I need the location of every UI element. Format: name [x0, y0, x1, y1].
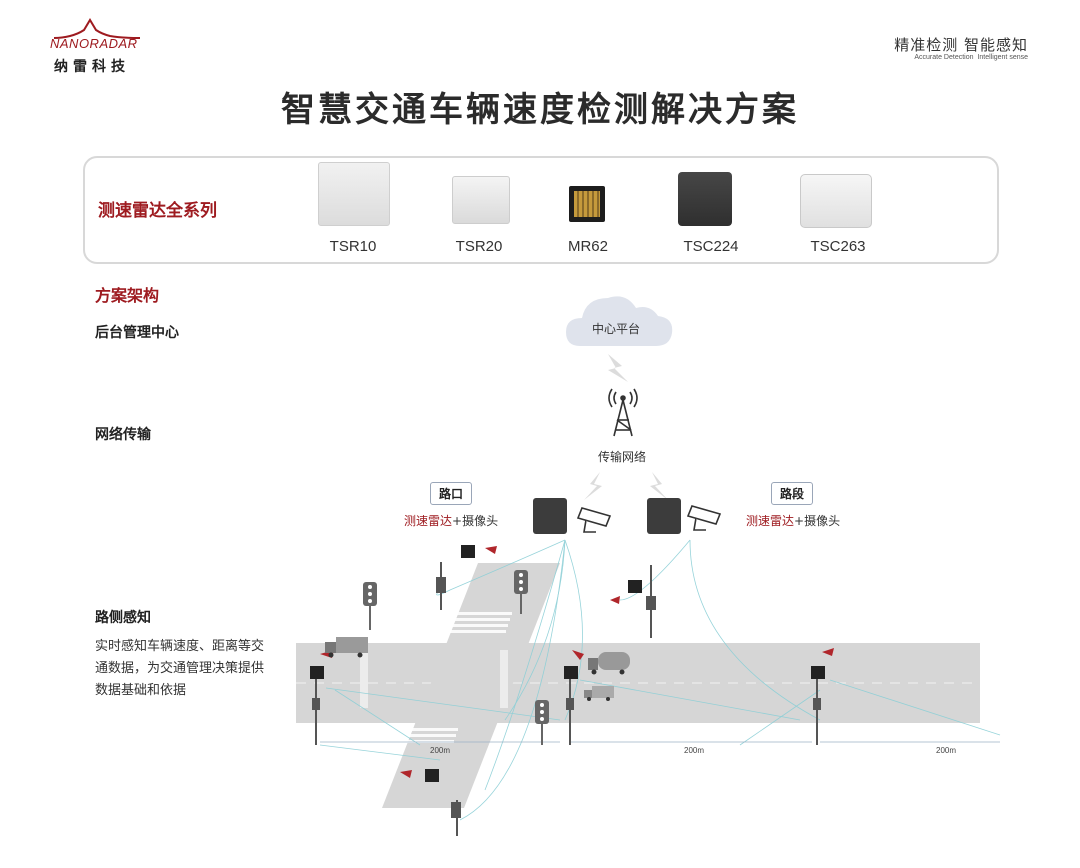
logo-text: NANORADAR: [50, 36, 138, 51]
segment-device-label: 测速雷达+摄像头: [746, 514, 841, 528]
cloud-label: 中心平台: [592, 322, 641, 336]
product-series-label: 测速雷达全系列: [98, 201, 217, 221]
layer-network-label: 网络传输: [95, 427, 151, 443]
product-tsc263: TSC263: [798, 162, 878, 258]
distance-label: 200m: [684, 746, 705, 755]
layer-backend-label: 后台管理中心: [95, 325, 179, 341]
product-tsr20: TSR20: [446, 162, 512, 258]
detection-beams: [319, 539, 1001, 821]
cloud-icon: [566, 296, 673, 346]
product-mr62: MR62: [562, 162, 614, 258]
product-name: TSC263: [810, 238, 866, 255]
product-name: TSC224: [683, 238, 739, 255]
page-title: 智慧交通车辆速度检测解决方案: [281, 90, 799, 130]
lightning-icon: [608, 354, 628, 382]
truck-icon: [325, 637, 630, 701]
intersection-tag: 路口: [430, 482, 473, 505]
product-name: TSR20: [455, 238, 503, 255]
distance-label: 200m: [936, 746, 957, 755]
network-label: 传输网络: [598, 450, 647, 464]
pole-icon: [310, 545, 825, 836]
lightning-icon: [584, 472, 668, 500]
radar-module-icon: [569, 186, 605, 222]
radar-device-icon: [800, 174, 872, 228]
radar-device-icon: [647, 498, 681, 534]
signal-tower-icon: [608, 388, 638, 437]
crosswalk: [360, 612, 512, 743]
radar-device-icon: [318, 162, 390, 226]
layer-roadside-label: 路侧感知: [95, 610, 151, 626]
radar-device-icon: [452, 176, 510, 224]
brand-name: 纳雷科技: [54, 59, 130, 75]
intersection-device-label: 测速雷达+摄像头: [404, 514, 499, 528]
product-name: MR62: [567, 238, 608, 255]
product-tsc224: TSC224: [674, 162, 748, 258]
product-tsr10: TSR10: [316, 162, 390, 258]
radar-device-icon: [678, 172, 732, 226]
roadside-description: 实时感知车辆速度、距离等交通数据，为交通管理决策提供数据基础和依据: [95, 639, 265, 698]
logo-wave-icon: [53, 18, 141, 39]
architecture-heading: 方案架构: [95, 286, 160, 305]
slogan-en: Accurate Detection Intelligent sense: [914, 54, 1028, 61]
product-name: TSR10: [329, 238, 377, 255]
segment-tag: 路段: [771, 482, 814, 505]
camera-icon: [576, 505, 722, 533]
cross-road: [382, 563, 560, 808]
distance-label: 200m: [430, 746, 451, 755]
slogan-cn: 精准检测 智能感知: [894, 36, 1028, 54]
radar-device-icon: [533, 498, 567, 534]
